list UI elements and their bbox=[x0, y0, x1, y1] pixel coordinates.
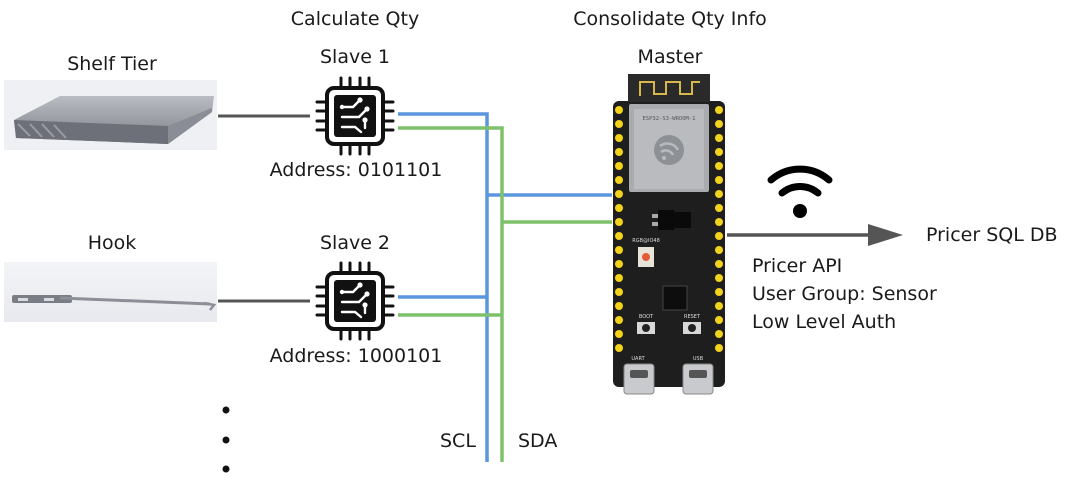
boot-label: BOOT bbox=[639, 314, 654, 320]
more-slaves-dots bbox=[222, 406, 230, 473]
arrow-icon bbox=[727, 224, 903, 246]
wifi-icon bbox=[767, 165, 833, 218]
shelf-tier-label: Shelf Tier bbox=[67, 53, 157, 75]
slave1-label: Slave 1 bbox=[319, 46, 391, 68]
pricer-db-label: Pricer SQL DB bbox=[926, 224, 1058, 246]
rgb-label: RGB@IO48 bbox=[632, 238, 660, 244]
scl-label: SCL bbox=[440, 430, 476, 452]
sda-label: SDA bbox=[518, 430, 558, 452]
reset-label: RESET bbox=[684, 314, 701, 320]
calculate-qty-label: Calculate Qty bbox=[290, 8, 420, 30]
shelf-tier-image bbox=[4, 80, 217, 150]
module-label: ESP32-S3-WROOM-1 bbox=[643, 116, 696, 122]
sda-line bbox=[398, 126, 612, 462]
master-board: ESP32-S3-WROOM-1 RGB@IO48 BOOT bbox=[613, 74, 725, 395]
espressif-logo-icon bbox=[654, 135, 684, 165]
auth-level-label: Low Level Auth bbox=[752, 311, 897, 333]
chip-icon bbox=[315, 76, 395, 156]
consolidate-qty-label: Consolidate Qty Info bbox=[573, 8, 767, 30]
pricer-api-label: Pricer API bbox=[752, 255, 843, 277]
item-to-slave-wires bbox=[218, 114, 310, 303]
hook-image bbox=[4, 262, 217, 322]
slave1-address: Address: 0101101 bbox=[269, 159, 443, 181]
usb-label: USB bbox=[693, 356, 704, 362]
master-label: Master bbox=[637, 46, 703, 68]
hook-label: Hook bbox=[87, 232, 137, 254]
slave2-label: Slave 2 bbox=[319, 232, 391, 254]
scl-line bbox=[398, 112, 612, 462]
slave2-address: Address: 1000101 bbox=[269, 345, 443, 367]
uart-label: UART bbox=[631, 356, 645, 362]
chip-icon bbox=[315, 261, 395, 341]
user-group-label: User Group: Sensor bbox=[752, 283, 937, 305]
